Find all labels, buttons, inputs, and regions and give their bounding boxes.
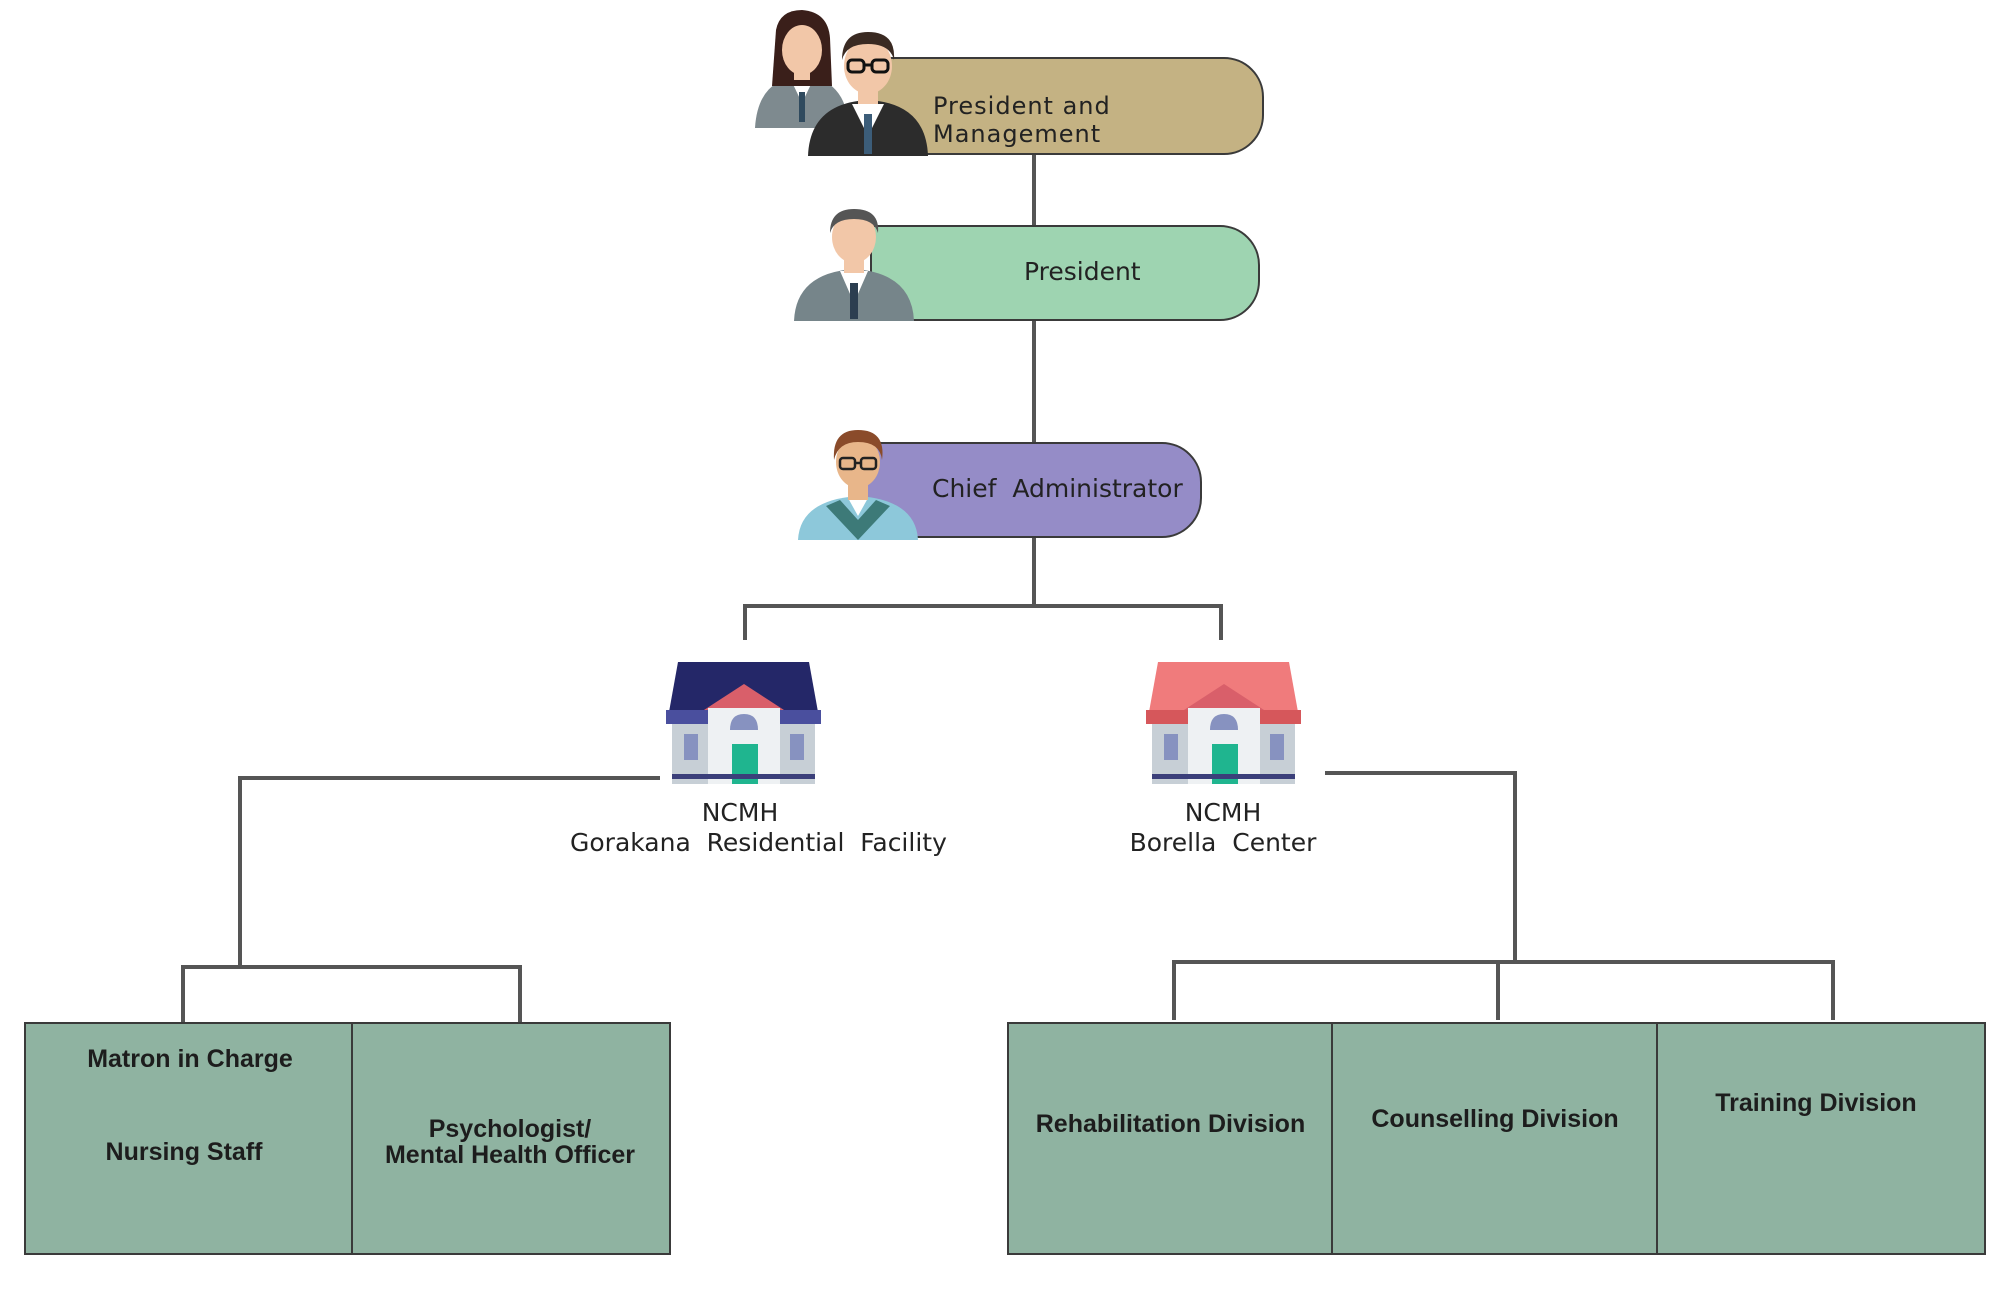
people-pair-icon	[755, 10, 928, 156]
psychologist-box	[351, 1022, 671, 1255]
connector-borella-right	[1325, 771, 1517, 962]
president-label: President	[1024, 257, 1141, 286]
building-icon	[666, 662, 821, 784]
borella-label-line2: Borella Center	[1129, 828, 1317, 857]
connector-branch-bar	[743, 604, 1223, 640]
psychologist-label-line1: Psychologist/	[428, 1115, 592, 1143]
gorakana-label-line1: NCMH	[701, 798, 779, 827]
chief-administrator-node: Chief Administrator	[866, 442, 1202, 538]
connector-left-group	[181, 965, 522, 1025]
administrator-icon	[798, 430, 918, 540]
businessman-icon	[794, 209, 914, 321]
president-node: President	[870, 225, 1260, 321]
rehabilitation-label: Rehabilitation Division	[1035, 1110, 1306, 1138]
matron-box	[24, 1022, 354, 1255]
training-box	[1656, 1022, 1986, 1255]
matron-label: Matron in Charge	[87, 1045, 293, 1073]
gorakana-label-line2: Gorakana Residential Facility	[570, 828, 947, 857]
management-node: President and Management	[868, 57, 1264, 155]
psychologist-label-line2: Mental Health Officer	[384, 1141, 636, 1169]
management-label: President and Management	[933, 92, 1111, 148]
counselling-box	[1331, 1022, 1659, 1255]
counselling-label: Counselling Division	[1371, 1105, 1619, 1133]
nursing-staff-label: Nursing Staff	[105, 1138, 263, 1166]
rehabilitation-box	[1007, 1022, 1334, 1255]
borella-label-line1: NCMH	[1184, 798, 1262, 827]
training-label: Training Division	[1715, 1089, 1917, 1117]
chief-administrator-label: Chief Administrator	[932, 474, 1183, 503]
building-icon	[1146, 662, 1301, 784]
connector-right-group	[1172, 960, 1835, 1020]
connector-gorakana-left	[238, 776, 660, 967]
